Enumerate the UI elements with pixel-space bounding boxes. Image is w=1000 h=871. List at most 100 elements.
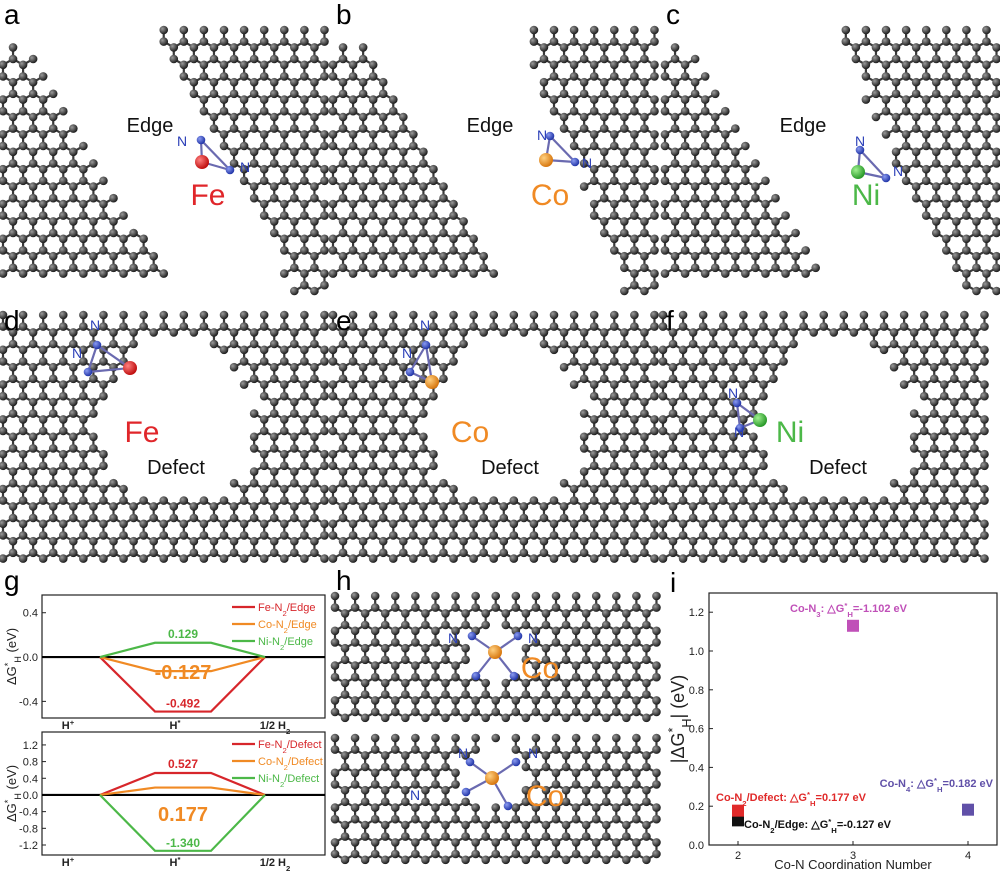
carbon-atom — [769, 548, 778, 558]
carbon-atom — [589, 496, 599, 505]
carbon-atom — [739, 461, 748, 471]
carbon-atom — [219, 95, 229, 104]
carbon-atom — [992, 251, 1000, 261]
carbon-atom — [439, 263, 448, 273]
carbon-atom — [139, 310, 148, 320]
carbon-atom — [670, 193, 680, 203]
carbon-atom — [660, 141, 670, 151]
carbon-atom — [320, 415, 329, 424]
carbon-atom — [48, 159, 58, 168]
carbon-atom — [718, 461, 728, 471]
carbon-atom — [609, 106, 619, 116]
carbon-atom — [972, 182, 981, 191]
carbon-atom — [839, 496, 849, 505]
carbon-atom — [688, 362, 698, 372]
carbon-atom — [980, 554, 989, 563]
carbon-atom — [439, 374, 448, 384]
carbon-atom — [729, 409, 738, 418]
carbon-atom — [749, 513, 758, 523]
carbon-atom — [569, 310, 579, 320]
carbon-atom — [89, 548, 98, 558]
carbon-atom — [38, 461, 48, 471]
carbon-atom — [348, 322, 358, 331]
carbon-atom — [259, 164, 269, 174]
carbon-atom — [328, 60, 338, 70]
carbon-atom — [18, 234, 28, 244]
carbon-atom — [609, 345, 619, 355]
carbon-atom — [759, 461, 768, 471]
carbon-atom — [229, 54, 239, 64]
carbon-atom — [620, 328, 629, 337]
carbon-atom — [28, 159, 38, 168]
carbon-atom — [630, 380, 639, 389]
carbon-atom — [58, 496, 68, 505]
carbon-atom — [399, 467, 408, 476]
carbon-atom — [419, 467, 428, 476]
carbon-atom — [269, 548, 279, 558]
carbon-atom — [449, 554, 458, 563]
carbon-atom — [950, 374, 959, 384]
carbon-atom — [368, 345, 378, 355]
carbon-atom — [300, 357, 309, 366]
carbon-atom — [99, 391, 108, 401]
carbon-atom — [300, 426, 309, 436]
carbon-atom — [300, 211, 309, 220]
carbon-atom — [529, 60, 539, 70]
carbon-atom — [960, 484, 969, 494]
carbon-atom — [980, 449, 989, 459]
carbon-atom — [889, 502, 899, 511]
carbon-atom — [841, 37, 851, 46]
carbon-atom — [739, 345, 748, 355]
carbon-atom — [851, 54, 861, 64]
carbon-atom — [899, 310, 909, 320]
graphene-lattice — [658, 310, 989, 563]
carbon-atom — [899, 357, 909, 366]
carbon-atom — [99, 322, 108, 331]
carbon-atom — [388, 531, 398, 540]
carbon-atom — [931, 89, 941, 99]
carbon-atom — [129, 251, 138, 261]
carbon-atom — [378, 182, 388, 191]
carbon-atom — [980, 345, 989, 355]
carbon-atom — [791, 228, 800, 238]
carbon-atom — [229, 147, 239, 157]
carbon-atom — [952, 193, 961, 203]
carbon-atom — [199, 531, 209, 540]
carbon-atom — [519, 502, 529, 511]
carbon-atom — [99, 449, 108, 459]
carbon-atom — [0, 60, 8, 70]
carbon-atom — [58, 164, 68, 174]
carbon-atom — [939, 449, 949, 459]
carbon-atom — [650, 322, 659, 331]
carbon-atom — [511, 591, 521, 601]
carbon-atom — [429, 345, 438, 355]
carbon-atom — [650, 95, 659, 104]
carbon-atom — [259, 449, 269, 459]
carbon-atom — [660, 106, 670, 116]
carbon-atom — [159, 519, 169, 529]
carbon-atom — [58, 106, 68, 116]
carbon-atom — [358, 112, 368, 122]
carbon-atom — [931, 124, 941, 133]
carbon-atom — [939, 322, 949, 331]
carbon-atom — [469, 519, 478, 529]
carbon-atom — [378, 193, 388, 203]
carbon-atom — [409, 426, 418, 436]
carbon-atom — [279, 391, 289, 401]
carbon-atom — [859, 496, 869, 505]
carbon-atom — [409, 246, 418, 255]
carbon-atom — [429, 269, 438, 278]
carbon-atom — [992, 159, 1000, 168]
carbon-atom — [779, 554, 788, 563]
carbon-atom — [599, 89, 609, 99]
carbon-atom — [630, 415, 639, 424]
carbon-atom — [650, 72, 659, 81]
carbon-atom — [0, 426, 8, 436]
carbon-atom — [388, 106, 398, 116]
carbon-atom — [620, 467, 629, 476]
carbon-atom — [881, 106, 891, 116]
carbon-atom — [139, 234, 148, 244]
carbon-atom — [678, 415, 688, 424]
carbon-atom — [759, 357, 768, 366]
carbon-atom — [718, 322, 728, 331]
